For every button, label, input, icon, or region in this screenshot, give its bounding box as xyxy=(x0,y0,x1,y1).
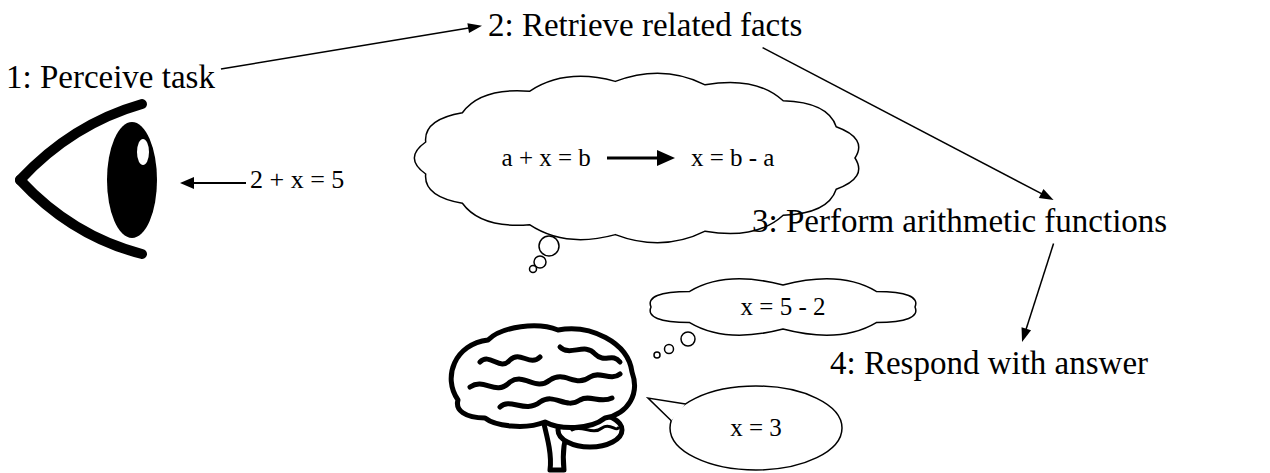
brain-icon xyxy=(451,326,634,470)
step-text: 1: Perceive task xyxy=(6,58,215,98)
formula-text: x = 3 xyxy=(730,414,782,443)
step-text: 4: Respond with answer xyxy=(830,344,1148,384)
step-label: 2: Retrieve related facts xyxy=(482,4,808,48)
shape-content: x = 5 - 2 xyxy=(642,276,924,338)
formula-row: a + x = b x = b - a xyxy=(502,144,775,173)
flow-arrow xyxy=(221,23,482,69)
step-text: 3: Perform arithmetic functions xyxy=(752,202,1167,242)
equation-label: 2 + x = 5 xyxy=(250,164,344,195)
formula-row: x = 5 - 2 xyxy=(741,293,826,322)
shape-content: x = 3 xyxy=(668,384,844,472)
input-arrow xyxy=(180,177,246,189)
speech-bubble: x = 3 xyxy=(668,384,844,472)
implies-arrow xyxy=(605,147,677,169)
eye-icon xyxy=(20,104,157,254)
formula-row: x = 3 xyxy=(730,414,782,443)
formula-text: x = 5 - 2 xyxy=(741,293,826,322)
step-label: 4: Respond with answer xyxy=(824,342,1154,386)
thought-cloud: x = 5 - 2 xyxy=(642,276,924,338)
step-label: 1: Perceive task xyxy=(0,56,221,100)
step-text: 2: Retrieve related facts xyxy=(488,6,802,46)
formula-text: x = b - a xyxy=(691,144,775,173)
formula-text: a + x = b xyxy=(502,144,591,173)
step-label: 3: Perform arithmetic functions xyxy=(746,200,1173,244)
flow-arrow xyxy=(1022,244,1054,342)
